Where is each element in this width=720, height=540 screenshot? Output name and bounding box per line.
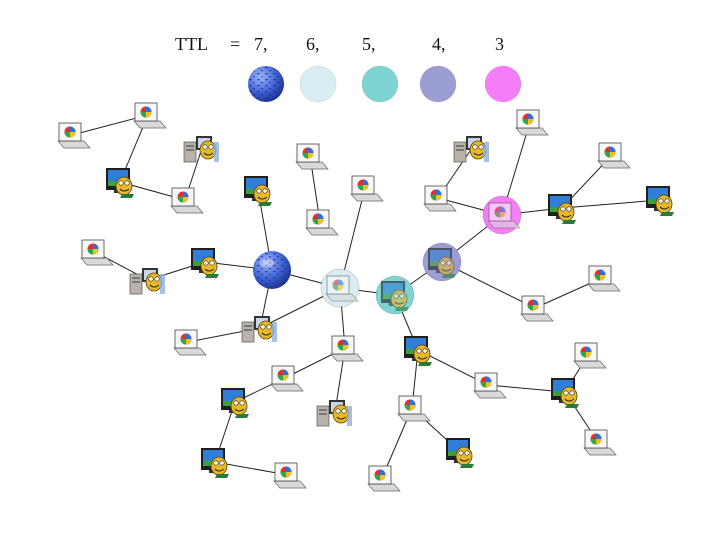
laptop-icon (515, 109, 549, 136)
link-n17-n18 (561, 199, 661, 209)
laptop-icon (487, 202, 521, 229)
node-n13 (423, 185, 457, 212)
tower-computer-icon (316, 400, 352, 427)
laptop-icon (273, 462, 307, 489)
laptop-icon (173, 329, 207, 356)
node-n33 (201, 448, 229, 478)
node-ttl5 (375, 275, 415, 315)
desktop-computer-icon (548, 194, 576, 224)
laptop-icon (133, 102, 167, 129)
laptop-icon (270, 365, 304, 392)
node-n14 (453, 136, 489, 163)
node-n29 (573, 342, 607, 369)
node-n35 (367, 465, 401, 492)
node-n24 (270, 365, 304, 392)
node-n10 (295, 143, 329, 170)
node-n20 (520, 295, 554, 322)
node-ttl6 (320, 268, 360, 308)
legend-swatch-7 (248, 66, 284, 102)
tower-computer-icon (129, 268, 165, 295)
desktop-computer-icon (551, 378, 579, 408)
node-n18 (646, 186, 674, 216)
node-n22 (241, 316, 277, 343)
node-n4 (170, 187, 204, 214)
laptop-icon (80, 239, 114, 266)
node-n27 (473, 372, 507, 399)
desktop-computer-icon (191, 248, 219, 278)
ttl-equals: = (230, 34, 241, 54)
node-n11 (350, 175, 384, 202)
node-n30 (397, 395, 431, 422)
node-n9 (244, 176, 272, 206)
ttl-value-4: 4, (432, 34, 446, 54)
laptop-icon (367, 465, 401, 492)
node-n5 (183, 136, 219, 163)
laptop-icon (587, 265, 621, 292)
node-n26 (404, 336, 432, 366)
node-n21 (173, 329, 207, 356)
laptop-icon (423, 185, 457, 212)
legend-swatch-4 (419, 65, 457, 103)
desktop-computer-icon (646, 186, 674, 216)
laptop-icon (57, 122, 91, 149)
node-n36 (583, 429, 617, 456)
ttl-value-7: 7, (254, 34, 268, 54)
laptop-icon (170, 187, 204, 214)
laptop-icon (330, 335, 364, 362)
desktop-computer-icon (244, 176, 272, 206)
node-n31 (316, 400, 352, 427)
node-n8 (191, 248, 219, 278)
node-n1 (57, 122, 91, 149)
ttl-value-5: 5, (362, 34, 376, 54)
desktop-computer-icon (106, 168, 134, 198)
node-n23 (330, 335, 364, 362)
laptop-icon (583, 429, 617, 456)
node-n25 (221, 388, 249, 418)
connection-lines (71, 114, 661, 479)
node-n6 (80, 239, 114, 266)
node-n17 (548, 194, 576, 224)
laptop-icon (520, 295, 554, 322)
laptop-icon (325, 275, 359, 302)
node-n34 (273, 462, 307, 489)
desktop-computer-icon (381, 281, 409, 311)
node-ttl4 (422, 242, 462, 282)
globe-icon (253, 251, 291, 289)
ttl-label: TTL (175, 34, 208, 54)
desktop-computer-icon (201, 448, 229, 478)
laptop-icon (397, 395, 431, 422)
node-n16 (597, 142, 631, 169)
desktop-computer-icon (428, 248, 456, 278)
ttl-value-3: 3 (495, 34, 504, 54)
node-n15 (515, 109, 549, 136)
node-n2 (133, 102, 167, 129)
laptop-icon (473, 372, 507, 399)
desktop-computer-icon (221, 388, 249, 418)
laptop-icon (573, 342, 607, 369)
node-n19 (587, 265, 621, 292)
tower-computer-icon (183, 136, 219, 163)
tower-computer-icon (453, 136, 489, 163)
node-ttl3 (482, 195, 522, 235)
legend-swatch-5 (361, 65, 399, 103)
legend-swatch-3 (484, 65, 522, 103)
laptop-icon (305, 209, 339, 236)
node-n32 (446, 438, 474, 468)
legend-swatch-6 (299, 65, 337, 103)
node-globe (253, 251, 291, 289)
desktop-computer-icon (446, 438, 474, 468)
ttl-value-6: 6, (306, 34, 320, 54)
node-n3 (106, 168, 134, 198)
laptop-icon (295, 143, 329, 170)
node-n28 (551, 378, 579, 408)
node-n7 (129, 268, 165, 295)
desktop-computer-icon (404, 336, 432, 366)
network-nodes (57, 102, 674, 492)
tower-computer-icon (241, 316, 277, 343)
laptop-icon (350, 175, 384, 202)
node-n12 (305, 209, 339, 236)
ttl-color-legend (248, 65, 522, 103)
laptop-icon (597, 142, 631, 169)
